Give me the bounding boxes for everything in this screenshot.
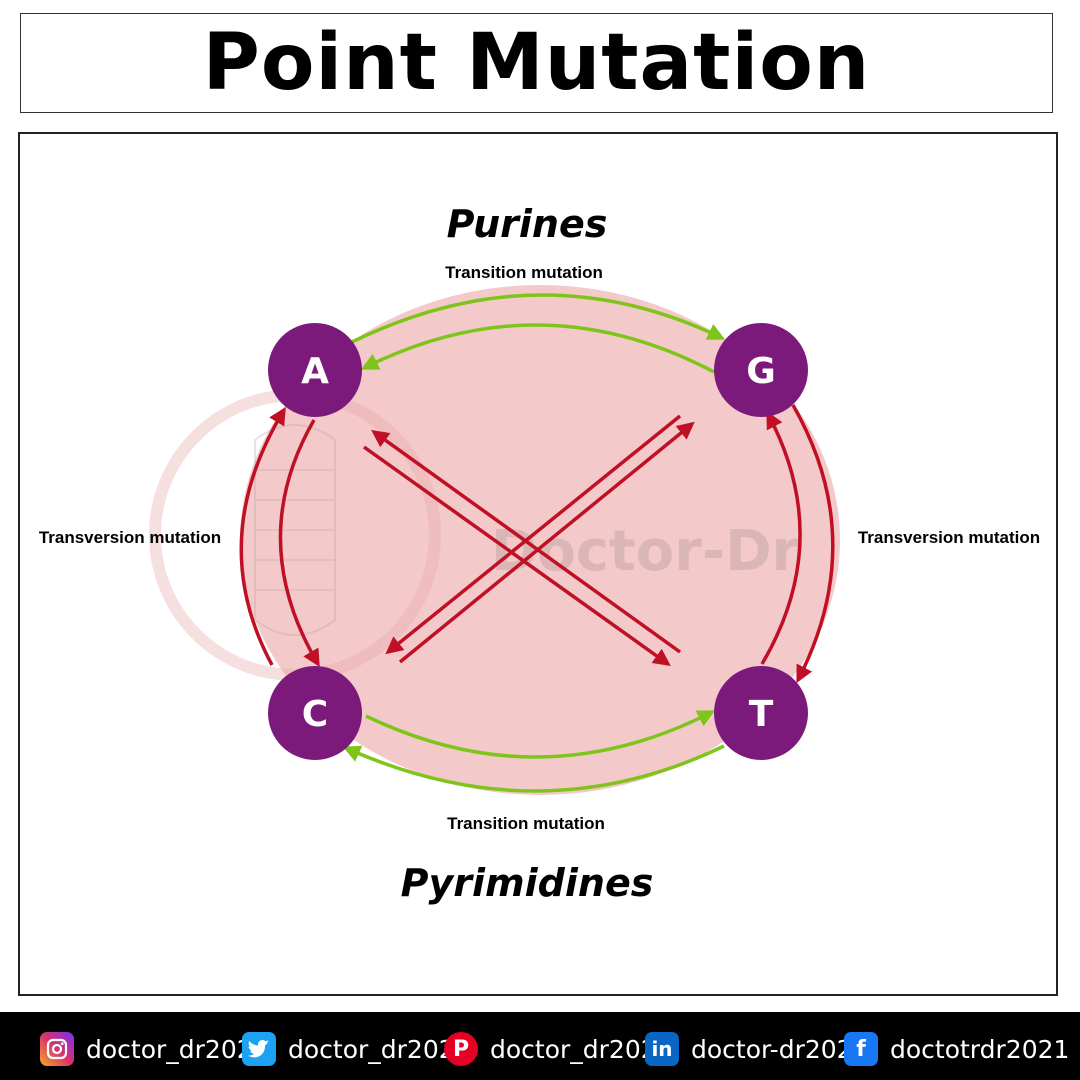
transition-label-bottom: Transition mutation: [447, 814, 605, 833]
title-box: Point Mutation: [20, 13, 1053, 113]
purines-label: Purines: [447, 202, 608, 246]
twitter-icon: [242, 1032, 276, 1066]
transition-label-top: Transition mutation: [445, 263, 603, 282]
page-title: Point Mutation: [202, 18, 871, 108]
transition-arrow-t-to-c: [342, 744, 725, 793]
social-facebook[interactable]: f doctotrdr2021: [844, 1032, 1069, 1066]
node-a: A: [268, 323, 362, 417]
transversion-arrow-g-to-t: [791, 404, 835, 684]
transversion-arrow-t-to-g: [760, 410, 802, 665]
node-c-label: C: [302, 694, 328, 735]
social-handle: doctotrdr2021: [890, 1034, 1070, 1064]
transversion-arrow-a-to-c: [278, 419, 320, 668]
pinterest-icon: P: [444, 1032, 478, 1066]
transition-arrow-a-to-g: [351, 293, 726, 344]
pyrimidines-label: Pyrimidines: [401, 861, 654, 905]
transversion-label-right: Transversion mutation: [858, 528, 1040, 547]
transition-arrow-g-to-a: [360, 323, 715, 374]
transversion-arrow-a-to-t: [362, 445, 671, 667]
linkedin-icon: in: [645, 1032, 679, 1066]
node-g-label: G: [746, 351, 776, 392]
facebook-icon: f: [844, 1032, 878, 1066]
transversion-arrow-c-to-g: [398, 421, 695, 664]
node-t-label: T: [749, 694, 774, 735]
social-handle: doctor_dr2021: [288, 1034, 471, 1064]
social-handle: doctor-dr2021: [691, 1034, 869, 1064]
instagram-icon: [40, 1032, 74, 1066]
social-handle: doctor_dr2021: [86, 1034, 269, 1064]
node-t: T: [714, 666, 808, 760]
node-a-label: A: [301, 351, 329, 392]
background-circle: [240, 285, 840, 795]
social-twitter[interactable]: doctor_dr2021: [242, 1032, 471, 1066]
transversion-arrow-g-to-c: [385, 414, 682, 655]
social-footer: doctor_dr2021 doctor_dr2021 P doctor_dr2…: [0, 1012, 1080, 1080]
transversion-arrow-t-to-a: [371, 429, 682, 654]
node-g: G: [714, 323, 808, 417]
social-linkedin[interactable]: in doctor-dr2021: [645, 1032, 868, 1066]
transversion-arrow-c-to-a: [239, 407, 286, 666]
transition-arrow-c-to-t: [365, 710, 716, 759]
diagram-frame: [18, 132, 1058, 996]
social-instagram[interactable]: doctor_dr2021: [40, 1032, 269, 1066]
transversion-label-left: Transversion mutation: [39, 528, 221, 547]
social-pinterest[interactable]: P doctor_dr2021: [444, 1032, 673, 1066]
social-handle: doctor_dr2021: [490, 1034, 673, 1064]
node-c: C: [268, 666, 362, 760]
